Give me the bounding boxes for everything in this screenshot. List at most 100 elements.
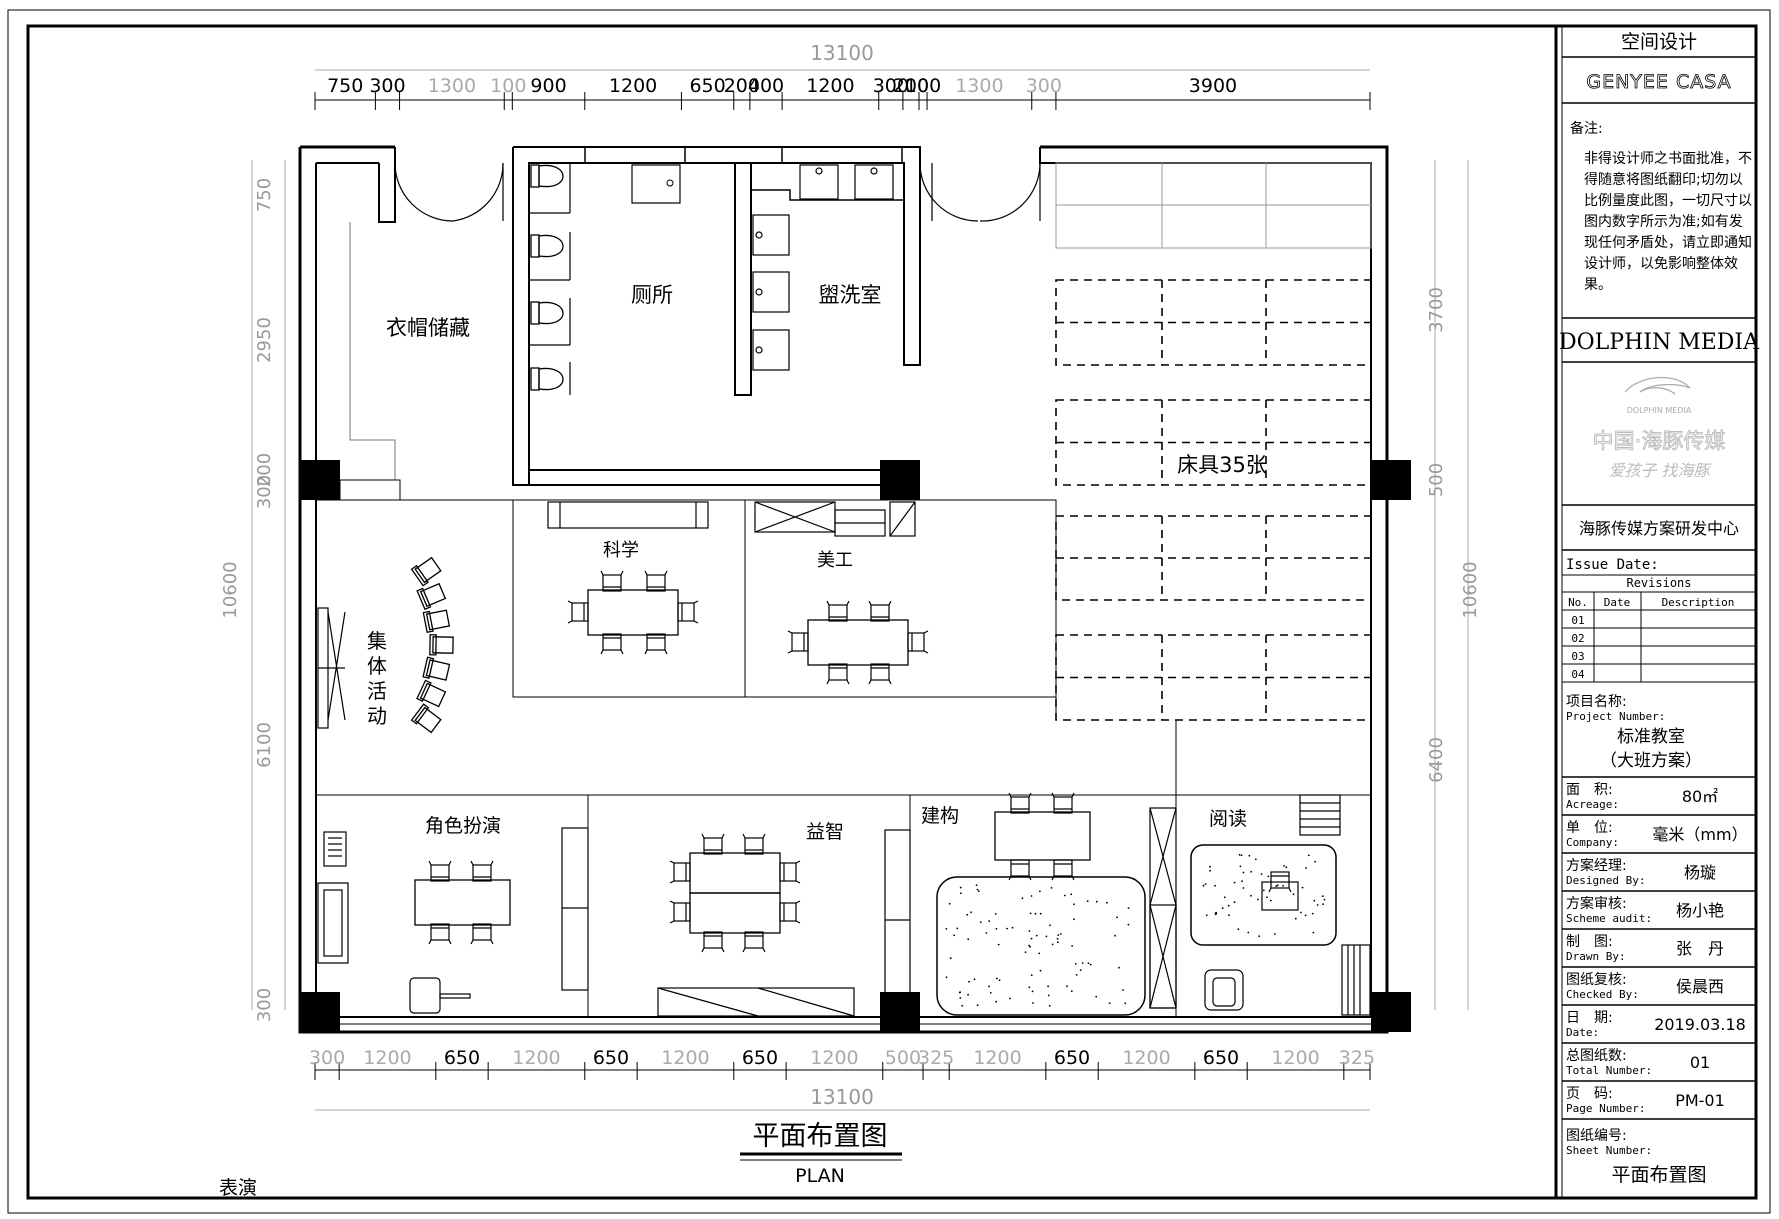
chair-icon <box>1008 792 1032 814</box>
toilet-icon <box>530 301 564 325</box>
tb-row-label-en: Company: <box>1566 836 1619 849</box>
chair-icon <box>1268 871 1292 893</box>
chair-icon <box>826 663 850 685</box>
doors <box>394 162 1041 222</box>
dim-left-10600: 10600 <box>220 561 241 618</box>
chair-icon <box>422 656 451 681</box>
tb-row-value: 2019.03.18 <box>1654 1015 1746 1034</box>
chair-icon <box>742 833 766 855</box>
dim-top-label: 300 <box>1026 75 1062 97</box>
chair-icon <box>868 663 892 685</box>
dim-top-label: 750 <box>327 75 363 97</box>
toilet-icon <box>530 234 564 258</box>
chair-icon <box>410 703 442 734</box>
room-label-performance: 表演 <box>219 1177 257 1199</box>
room-label-wardrobe: 衣帽储藏 <box>386 316 470 340</box>
dim-right-3700: 3700 <box>1426 287 1447 333</box>
left-dimensions <box>251 160 286 1010</box>
room-label-beds: 床具35张 <box>1177 453 1267 477</box>
chair-icon <box>669 900 691 924</box>
dim-left-750: 750 <box>254 178 275 212</box>
tb-project-name: 标准教室 <box>1617 727 1685 747</box>
carpet-pattern <box>945 853 1326 1007</box>
tb-row-label-en: Page Number: <box>1566 1102 1645 1115</box>
dim-bottom-label: 1200 <box>973 1047 1021 1069</box>
tb-company: DOLPHIN MEDIA <box>1559 330 1760 355</box>
dim-bottom-label: 500 <box>885 1047 921 1069</box>
dim-total-bottom: 13100 <box>810 1085 874 1109</box>
dim-top-label: 1200 <box>609 75 657 97</box>
chair-icon <box>470 923 494 945</box>
toilet-stalls <box>529 163 571 395</box>
tb-rev-row: 03 <box>1571 650 1584 663</box>
dim-right-10600: 10600 <box>1460 561 1481 618</box>
stage-screen <box>317 607 346 729</box>
tb-row-value: 01 <box>1690 1053 1710 1072</box>
bed-storage <box>1055 162 1372 249</box>
plan-title: 平面布置图 <box>753 1121 888 1152</box>
tb-note-line: 果。 <box>1584 277 1612 293</box>
dim-top-label: 650 <box>689 75 725 97</box>
dim-bottom-label: 650 <box>742 1047 778 1069</box>
chair-icon <box>907 630 929 654</box>
tb-row-label: 面 积: <box>1566 782 1613 798</box>
tb-row-label: 方案审核: <box>1566 895 1627 912</box>
tb-row-label-en: Designed By: <box>1566 874 1645 887</box>
tb-row-label: 单 位: <box>1566 820 1613 836</box>
room-label-role-play: 角色扮演 <box>425 815 501 837</box>
chair-icon <box>779 860 801 884</box>
tb-project-label-en: Project Number: <box>1566 710 1665 723</box>
tb-row-label-en: Scheme audit: <box>1566 912 1652 925</box>
chair-icon <box>428 923 452 945</box>
dim-bottom-label: 1200 <box>363 1047 411 1069</box>
dim-bottom-label: 1200 <box>661 1047 709 1069</box>
chair-icon <box>787 630 809 654</box>
tb-note-line: 比例量度此图，一切尺寸以 <box>1584 193 1752 209</box>
chair-icon <box>868 600 892 622</box>
tb-note-line: 现任何矛盾处，请立即通知 <box>1584 234 1752 251</box>
chair-icon <box>1051 792 1075 814</box>
room-label-washroom: 盥洗室 <box>819 283 882 307</box>
tb-note-line: 设计师，以免影响整体效 <box>1584 256 1738 272</box>
room-label-toilet: 厕所 <box>631 283 673 307</box>
dim-bottom-label: 650 <box>593 1047 629 1069</box>
dim-top-label: 1200 <box>806 75 854 97</box>
dolphin-logo-icon <box>1624 376 1691 395</box>
walls <box>298 145 1389 1034</box>
chair-icon <box>677 600 699 624</box>
tb-row-label-en: Checked By: <box>1566 988 1639 1001</box>
tb-center: 海豚传媒方案研发中心 <box>1579 519 1739 538</box>
dim-left-300: 300 <box>254 475 275 509</box>
dim-top-label: 3900 <box>1189 75 1237 97</box>
dim-left-300b: 300 <box>254 988 275 1022</box>
tb-sheet-label: 图纸编号: <box>1566 1128 1627 1144</box>
tb-note-line: 非得设计师之书面批准，不 <box>1584 150 1752 167</box>
chair-icon <box>428 860 452 882</box>
dim-top-label: 100 <box>905 75 941 97</box>
tb-rev-desc: Description <box>1662 596 1735 609</box>
tb-row-value: 侯晨西 <box>1676 977 1724 996</box>
tb-row-value: 杨璇 <box>1684 863 1716 882</box>
chair-icon <box>779 900 801 924</box>
dim-bottom-label: 650 <box>1203 1047 1239 1069</box>
sink-icon <box>752 214 790 256</box>
dim-top-label: 1300 <box>955 75 1003 97</box>
mop-sink-icon <box>631 164 681 204</box>
table <box>414 879 511 926</box>
tb-slogan-main: 中国·海豚传媒 <box>1593 429 1726 453</box>
tb-notes-label: 备注: <box>1570 120 1603 137</box>
dim-bottom-label: 300 <box>309 1047 345 1069</box>
plan-subtitle: PLAN <box>795 1165 845 1187</box>
sheet-border <box>26 24 1758 1200</box>
tb-row-value: 杨小艳 <box>1676 901 1724 920</box>
toilet-icon <box>530 367 564 391</box>
top-dimensions <box>314 69 1371 110</box>
dim-top-label: 200 <box>893 75 929 97</box>
tb-project-sub: （大班方案） <box>1600 751 1702 771</box>
room-label-char: 体 <box>367 654 387 678</box>
tb-header: 空间设计 <box>1621 31 1697 53</box>
dim-top-label: 200 <box>724 75 760 97</box>
chair-icon <box>826 600 850 622</box>
sink-icon <box>752 271 790 313</box>
cabinets <box>317 501 1371 1017</box>
